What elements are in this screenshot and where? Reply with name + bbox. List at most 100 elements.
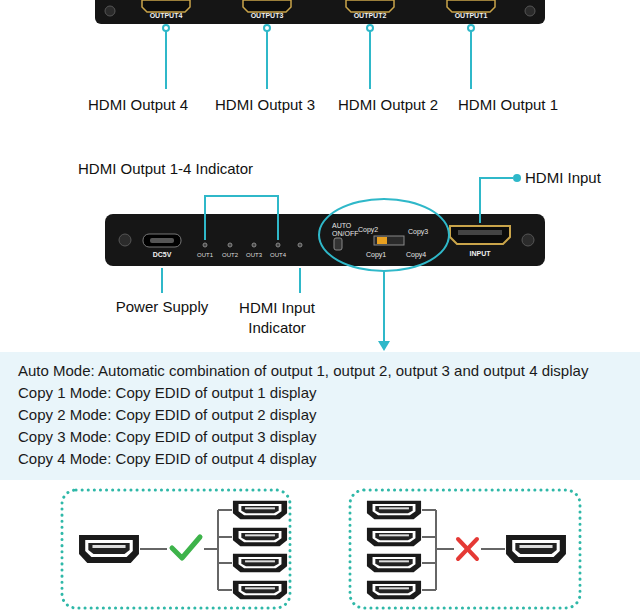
leader-line (163, 25, 169, 31)
indicator-bracket (162, 178, 513, 293)
leader-line (266, 30, 268, 89)
cross-mark (458, 539, 477, 559)
splitter-front-panel (95, 0, 545, 24)
port-label: OUTPUT4 (150, 12, 183, 20)
arrow-head (378, 341, 390, 351)
correct-usage-box (218, 562, 232, 564)
mode-description: Copy 4 Mode: Copy EDID of output 4 displ… (18, 448, 622, 470)
splitter-back-panel (150, 238, 174, 243)
wrong-usage-box (481, 548, 505, 550)
wrong-usage-box (367, 501, 421, 520)
leader-line (165, 30, 167, 89)
correct-usage-box (233, 581, 287, 600)
leader-line (369, 30, 371, 89)
splitter-back-panel (252, 243, 256, 247)
splitter-back-panel (119, 234, 131, 246)
splitter-back-panel (450, 226, 510, 244)
leader-line (470, 30, 472, 89)
splitter-back-panel (334, 238, 342, 250)
correct-usage-box (140, 548, 167, 550)
indicator-bracket (480, 178, 513, 223)
mode-description: Copy 2 Mode: Copy EDID of output 2 displ… (18, 404, 622, 426)
wrong-usage-box (350, 490, 580, 608)
check-mark (172, 537, 200, 558)
splitter-back-panel (298, 243, 302, 247)
correct-usage-box (218, 536, 232, 538)
splitter-back-panel (522, 234, 534, 246)
correct-usage-box (140, 510, 232, 590)
leader-line (163, 25, 474, 89)
mode-description: Copy 1 Mode: Copy EDID of output 1 displ… (18, 382, 622, 404)
wrong-usage-box (422, 510, 505, 590)
correct-usage-box (62, 490, 290, 608)
switch-label: AUTO ON/OFF (332, 222, 356, 238)
port-label: OUTPUT3 (251, 12, 284, 20)
leader-line (468, 25, 474, 31)
splitter-front-panel (525, 6, 535, 16)
switch-label: Copy4 (406, 251, 426, 259)
splitter-front-panel (243, 0, 291, 12)
wrong-usage-box (422, 562, 436, 564)
port-label: DC5V (153, 251, 172, 259)
cross-mark (458, 539, 477, 559)
callout-label: Power Supply (116, 298, 209, 316)
correct-usage-box (79, 535, 139, 563)
wrong-usage-box (367, 581, 421, 600)
correct-usage-box (233, 528, 287, 547)
port-label: OUTPUT2 (354, 12, 387, 20)
port-label: INPUT (470, 250, 491, 258)
correct-usage-box (218, 509, 232, 511)
splitter-back-panel (377, 237, 387, 244)
callout-label: HDMI Output 1 (458, 96, 558, 114)
wrong-usage-box (350, 490, 580, 608)
correct-usage-box (62, 490, 290, 608)
splitter-front-panel (142, 0, 190, 12)
correct-usage-box (217, 510, 219, 590)
leader-line (264, 25, 270, 31)
splitter-back-panel (228, 243, 232, 247)
indicator-bracket (299, 268, 301, 293)
led-label: OUT4 (270, 252, 286, 259)
led-label: OUT2 (222, 252, 238, 259)
connector-line (383, 272, 385, 343)
wrong-usage-box (367, 528, 421, 547)
wrong-usage-box (422, 536, 436, 538)
led-label: OUT3 (246, 252, 262, 259)
correct-usage-box (233, 501, 287, 520)
mode-description-band: Auto Mode: Automatic combination of outp… (0, 352, 640, 480)
led-label: OUT1 (197, 252, 213, 259)
wrong-usage-box (422, 589, 436, 591)
switch-label: Copy2 (358, 226, 378, 234)
connector-arrow (378, 272, 390, 351)
callout-label: HDMI Input (525, 169, 601, 187)
correct-usage-box (204, 548, 218, 550)
splitter-front-panel (95, 0, 545, 24)
wrong-usage-box (422, 509, 436, 511)
wrong-usage-box (506, 535, 566, 563)
splitter-front-panel (346, 0, 394, 12)
mode-description: Auto Mode: Automatic combination of outp… (18, 360, 622, 382)
cross-mark (458, 539, 477, 559)
switch-label: Copy1 (366, 251, 386, 259)
callout-label: HDMI Output 4 (88, 96, 188, 114)
splitter-front-panel (105, 6, 115, 16)
switch-label: Copy3 (408, 228, 428, 236)
callout-label: HDMI Output 1-4 Indicator (78, 160, 253, 178)
mode-switch-circle: AUTO ON/OFFCopy2 Copy3Copy1 Copy4 (318, 198, 450, 272)
wrong-usage-box (436, 548, 454, 550)
splitter-back-panel (374, 236, 404, 245)
splitter-back-panel (143, 234, 181, 247)
callout-label: HDMI Output 2 (338, 96, 438, 114)
correct-usage-box (233, 554, 287, 573)
callout-label: HDMI Input Indicator (227, 298, 327, 338)
splitter-back-panel (458, 230, 502, 235)
port-label: OUTPUT1 (455, 12, 488, 20)
wrong-usage-box (367, 554, 421, 573)
leader-line (367, 25, 373, 31)
splitter-back-panel (203, 243, 207, 247)
callout-label: HDMI Output 3 (215, 96, 315, 114)
splitter-back-panel (276, 243, 280, 247)
leader-dot (513, 174, 521, 182)
